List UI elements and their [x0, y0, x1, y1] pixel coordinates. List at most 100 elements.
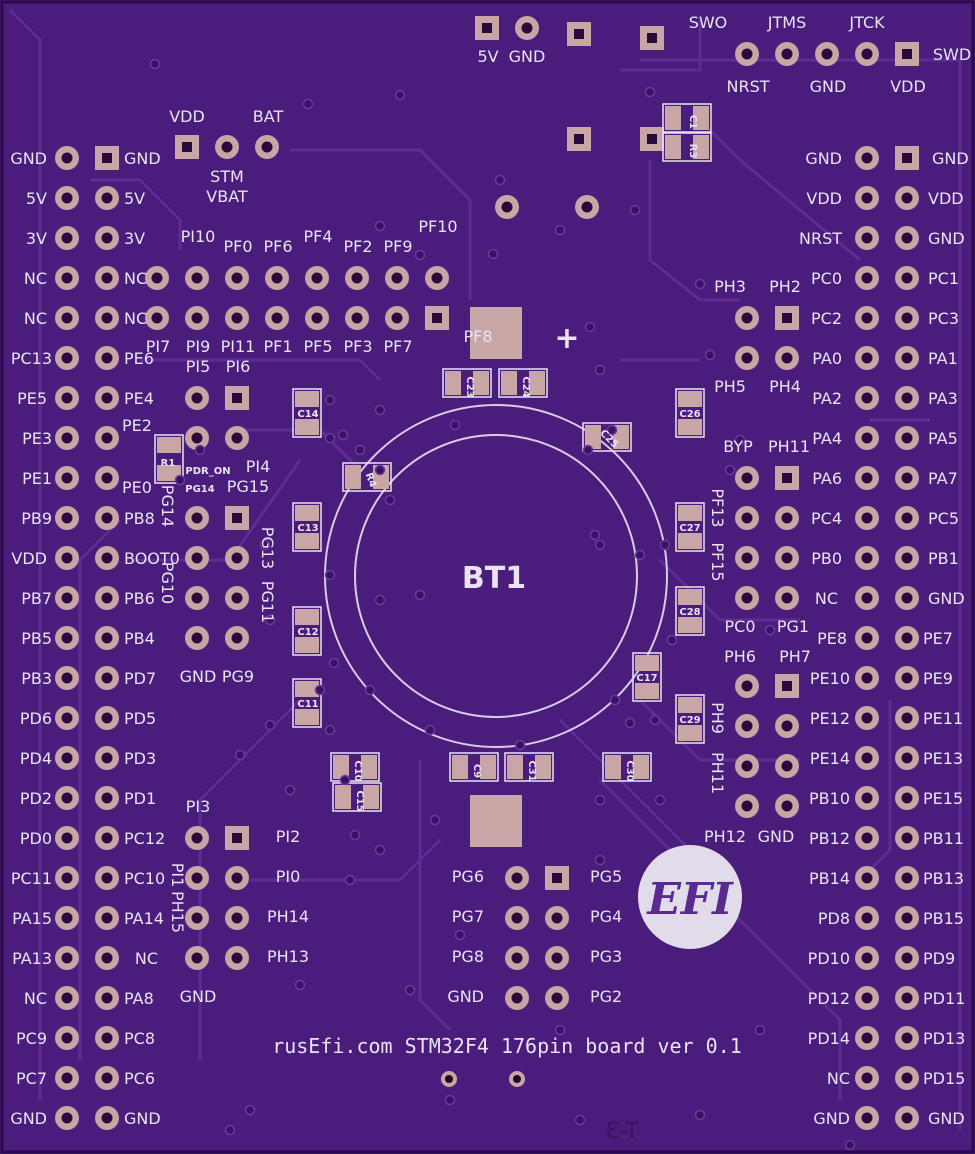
pin-hole: [61, 592, 73, 604]
pin-label: PC4: [811, 509, 842, 528]
pin-label: PF4: [303, 227, 332, 246]
pin-hole: [861, 592, 873, 604]
pin-label: PA2: [812, 389, 842, 408]
pin-hole: [581, 201, 593, 213]
via: [244, 1104, 256, 1116]
pin-hole: [861, 192, 873, 204]
pin-hole: [61, 552, 73, 564]
pin-label: PC5: [928, 509, 959, 528]
pin-label: STM: [210, 167, 244, 186]
via: [589, 529, 601, 541]
via: [754, 1024, 766, 1036]
pin-label: PI11: [221, 337, 256, 356]
pin-hole: [231, 592, 243, 604]
pin-hole: [901, 472, 913, 484]
smd-capacitor: [582, 422, 632, 452]
pin-label: PE11: [923, 709, 963, 728]
pin-label: PH7: [779, 647, 811, 666]
pin-hole: [741, 352, 753, 364]
pin-label: NC: [24, 309, 47, 328]
pin-label: PI10: [181, 227, 216, 246]
pin-hole: [61, 792, 73, 804]
pin-hole: [232, 393, 242, 403]
pin-label: JTCK: [848, 13, 885, 32]
pin-hole: [861, 472, 873, 484]
via: [584, 321, 596, 333]
pin-label: PH2: [769, 277, 801, 296]
pin-label: PF7: [383, 337, 412, 356]
pin-label: NC: [124, 269, 147, 288]
pin-hole: [901, 752, 913, 764]
pin-label: NC: [24, 989, 47, 1008]
pin-label: GND: [758, 827, 795, 846]
pin-hole: [101, 592, 113, 604]
pin-hole: [901, 832, 913, 844]
pin-hole: [431, 272, 443, 284]
pin-hole: [781, 352, 793, 364]
battery-label: BT1: [462, 561, 526, 596]
pin-label: PH13: [267, 947, 309, 966]
pin-label: PE13: [923, 749, 963, 768]
pin-label: PC9: [16, 1029, 47, 1048]
via: [634, 549, 646, 561]
via: [324, 394, 336, 406]
pin-hole: [574, 134, 584, 144]
pin-label: PF3: [343, 337, 372, 356]
pin-label: PA4: [812, 429, 842, 448]
pin-label: PA5: [928, 429, 958, 448]
pin-label: PG5: [590, 867, 622, 886]
pin-label: 5V: [124, 189, 145, 208]
pin-hole: [782, 473, 792, 483]
pin-hole: [191, 872, 203, 884]
via: [444, 1094, 456, 1106]
pin-hole: [861, 912, 873, 924]
pin-hole: [232, 833, 242, 843]
rotated-pin-label: PH11: [708, 752, 727, 794]
pin-hole: [741, 720, 753, 732]
pin-label: PD12: [808, 989, 850, 1008]
pin-hole: [861, 512, 873, 524]
pin-label: PD14: [808, 1029, 850, 1048]
pin-hole: [391, 312, 403, 324]
pin-hole: [901, 552, 913, 564]
pin-hole: [861, 1072, 873, 1084]
pin-label: 5V: [26, 189, 47, 208]
component-label: C1: [687, 115, 698, 129]
smd-components: [154, 103, 712, 812]
pin-label: PC10: [124, 869, 165, 888]
via: [374, 844, 386, 856]
pin-label: PG8: [452, 947, 484, 966]
pin-hole: [231, 312, 243, 324]
pin-label: 3V: [26, 229, 47, 248]
battery-pad-bottom: [470, 795, 522, 847]
pin-label: PG15: [227, 477, 269, 496]
pin-hole: [901, 912, 913, 924]
pin-label: NC: [135, 949, 158, 968]
pin-hole: [511, 912, 523, 924]
pin-hole: [101, 712, 113, 724]
via: [666, 634, 678, 646]
component-label: C11: [297, 699, 318, 710]
pin-label: PB10: [809, 789, 850, 808]
pin-hole: [191, 592, 203, 604]
via: [294, 979, 306, 991]
component-label: PG14: [185, 484, 214, 495]
pin-label: PF1: [263, 337, 292, 356]
pin-hole: [901, 512, 913, 524]
via: [764, 624, 776, 636]
pin-hole: [901, 392, 913, 404]
via: [594, 364, 606, 376]
pin-label: PD11: [923, 989, 965, 1008]
pin-label: PE8: [817, 629, 847, 648]
pin-hole: [552, 873, 562, 883]
via: [414, 249, 426, 261]
rotated-pin-label: PI1: [168, 863, 187, 888]
pin-hole: [61, 232, 73, 244]
pin-label: PI9: [186, 337, 211, 356]
pin-hole: [901, 712, 913, 724]
via: [554, 1024, 566, 1036]
pin-label: 5V: [477, 47, 498, 66]
pin-label: GND: [124, 149, 161, 168]
pin-label: PE10: [810, 669, 850, 688]
